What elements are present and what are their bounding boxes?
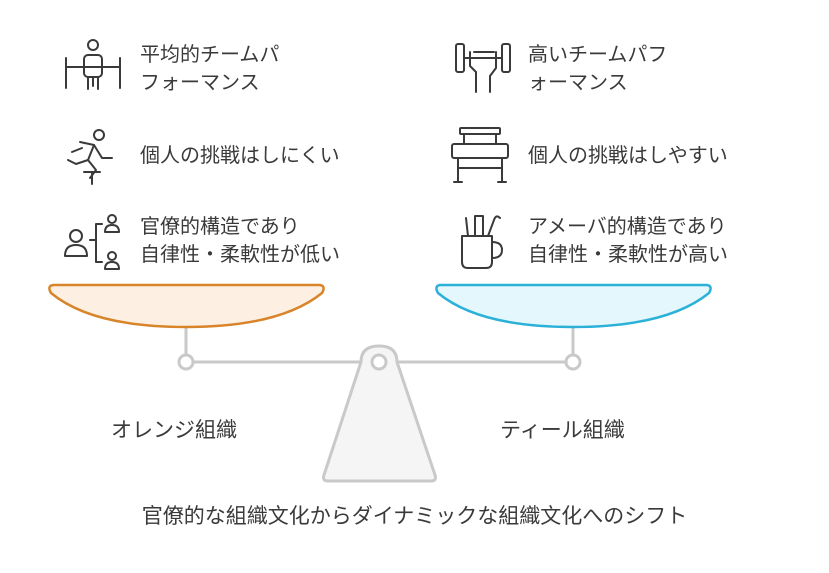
tool-cup-icon bbox=[461, 215, 503, 269]
left-pivot bbox=[177, 353, 195, 371]
dumbbell-hand-icon bbox=[455, 43, 511, 93]
right-item-structure: アメーバ的構造であり 自律性・柔軟性が高い bbox=[528, 214, 728, 266]
hurdle-bench-icon bbox=[451, 127, 509, 183]
hierarchy-people-icon bbox=[64, 214, 120, 270]
left-item-performance: 平均的チームパ フォーマンス bbox=[140, 42, 280, 94]
right-scale-pan bbox=[435, 283, 712, 329]
right-group-label: ティール組織 bbox=[500, 418, 625, 442]
left-group-label: オレンジ組織 bbox=[111, 418, 237, 442]
right-item-performance: 高いチームパフ ォーマンス bbox=[528, 42, 668, 94]
scale-fulcrum bbox=[322, 344, 437, 483]
hurdle-runner-icon bbox=[67, 129, 113, 185]
right-pivot bbox=[564, 353, 582, 371]
center-pivot bbox=[370, 353, 388, 371]
left-item-structure: 官僚的構造であり 自律性・柔軟性が低い bbox=[140, 214, 340, 266]
right-item-challenge: 個人の挑戦はしやすい bbox=[528, 143, 728, 167]
left-item-challenge: 個人の挑戦はしにくい bbox=[140, 143, 340, 167]
presenter-icon bbox=[65, 39, 121, 90]
left-scale-pan bbox=[48, 283, 325, 329]
diagram-caption: 官僚的な組織文化からダイナミックな組織文化へのシフト bbox=[141, 504, 688, 528]
